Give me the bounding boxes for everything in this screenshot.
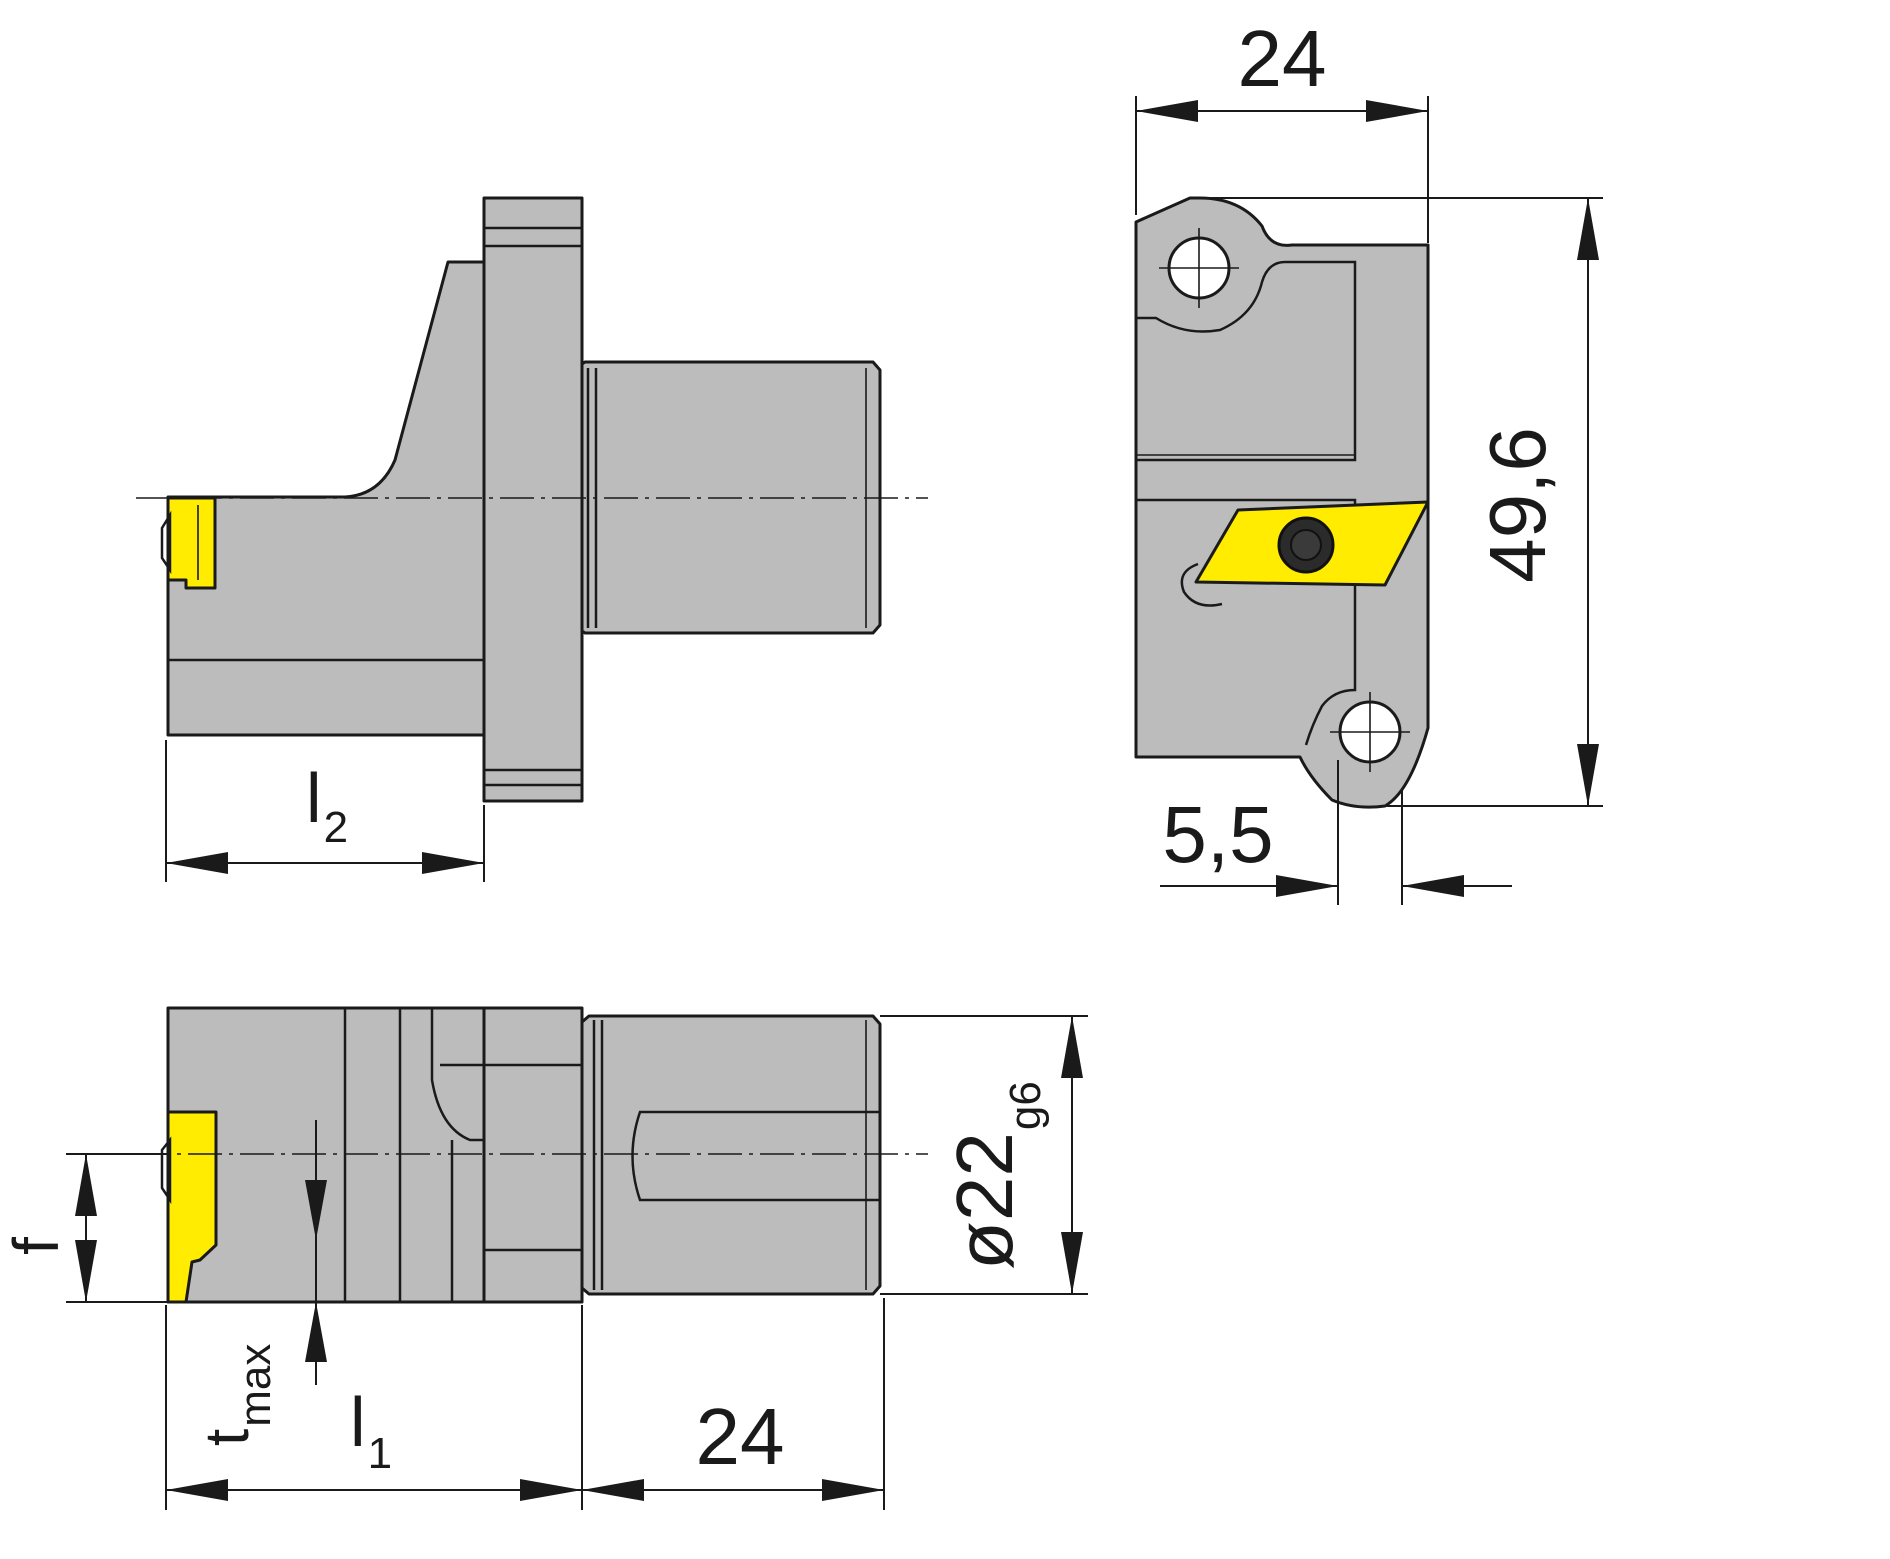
side-view-flange — [482, 196, 584, 803]
bottom-length-label: 24 — [696, 1392, 785, 1481]
svg-text:l2: l2 — [306, 759, 348, 852]
shank-flat — [631, 1110, 882, 1202]
l2-label: l — [306, 759, 322, 837]
diameter-label: ø22 — [940, 1132, 1029, 1270]
top-view-shank — [580, 1014, 882, 1296]
l1-subscript: 1 — [368, 1429, 392, 1478]
height-label: 49,6 — [1473, 427, 1562, 583]
top-view-flange — [482, 1006, 584, 1304]
svg-text:ø22g6: ø22g6 — [940, 1081, 1050, 1270]
l1-label: l — [350, 1383, 366, 1461]
tmax-label: t — [193, 1429, 262, 1446]
side-view: l2 — [136, 196, 928, 882]
top-width-label: 24 — [1238, 14, 1327, 103]
tmax-subscript: max — [231, 1344, 280, 1427]
hole-offset-label: 5,5 — [1162, 790, 1273, 879]
front-view: 24 49,6 5,5 — [1134, 14, 1603, 905]
top-view: f t max l1 24 ø22g6 — [0, 1006, 1088, 1510]
diameter-subscript: g6 — [1001, 1081, 1050, 1130]
offset-arrow-left — [1276, 875, 1338, 897]
offset-arrow-right — [1402, 875, 1464, 897]
f-label: f — [0, 1237, 72, 1255]
l2-subscript: 2 — [324, 803, 348, 852]
svg-text:tmax: t max — [193, 1344, 280, 1446]
top-view-body — [166, 1006, 486, 1304]
svg-text:l1: l1 — [350, 1383, 392, 1478]
top-view-insert — [166, 1110, 218, 1304]
side-view-insert — [166, 496, 217, 590]
